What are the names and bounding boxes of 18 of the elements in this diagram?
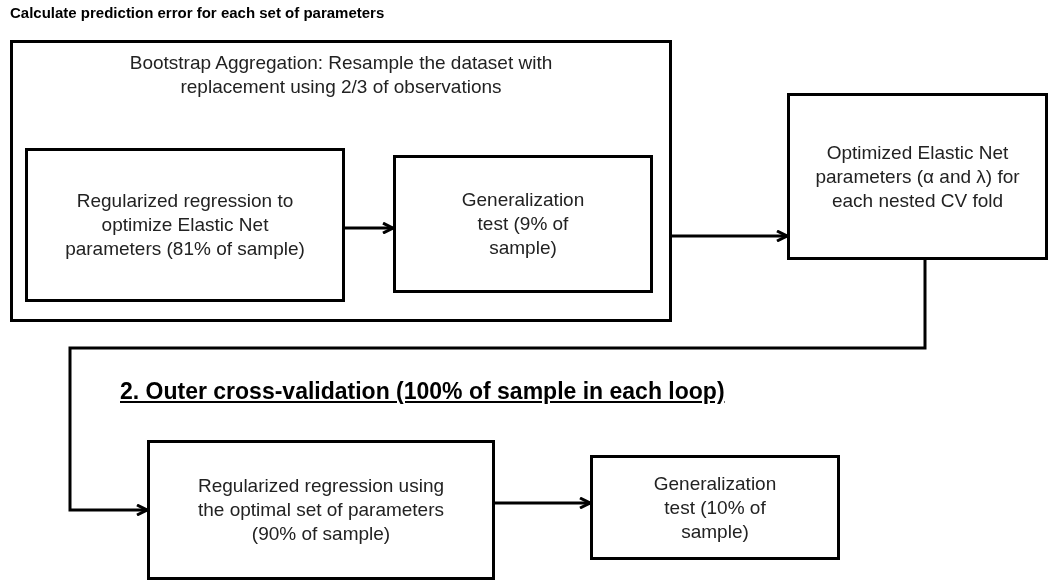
- group-heading: Bootstrap Aggregation: Resample the dataset with replacement using 2/3 of observations: [128, 51, 554, 99]
- box-text: Generalization test (10% of sample): [652, 471, 778, 544]
- process-box: [393, 155, 653, 293]
- diagram-title: Calculate prediction error for each set of parameters: [10, 4, 385, 21]
- box-text: Regularized regression to optimize Elastic Net parameters (81% of sample): [64, 189, 306, 261]
- process-box: [787, 93, 1048, 260]
- section-heading: 2. Outer cross-validation (100% of sample in each loop): [120, 378, 725, 405]
- arrow: [68, 260, 927, 517]
- arrow: [345, 221, 395, 235]
- process-box: [147, 440, 495, 580]
- arrow: [672, 229, 789, 243]
- box-text: Optimized Elastic Net parameters (α and λ) for each nested CV fold: [814, 140, 1021, 213]
- box-text: Regularized regression using the optimal set of parameters (90% of sample): [196, 474, 446, 546]
- process-box: [25, 148, 345, 302]
- process-box: [590, 455, 840, 560]
- arrow: [495, 496, 592, 510]
- box-text: Generalization test (9% of sample): [460, 188, 586, 260]
- group-box: [10, 40, 672, 322]
